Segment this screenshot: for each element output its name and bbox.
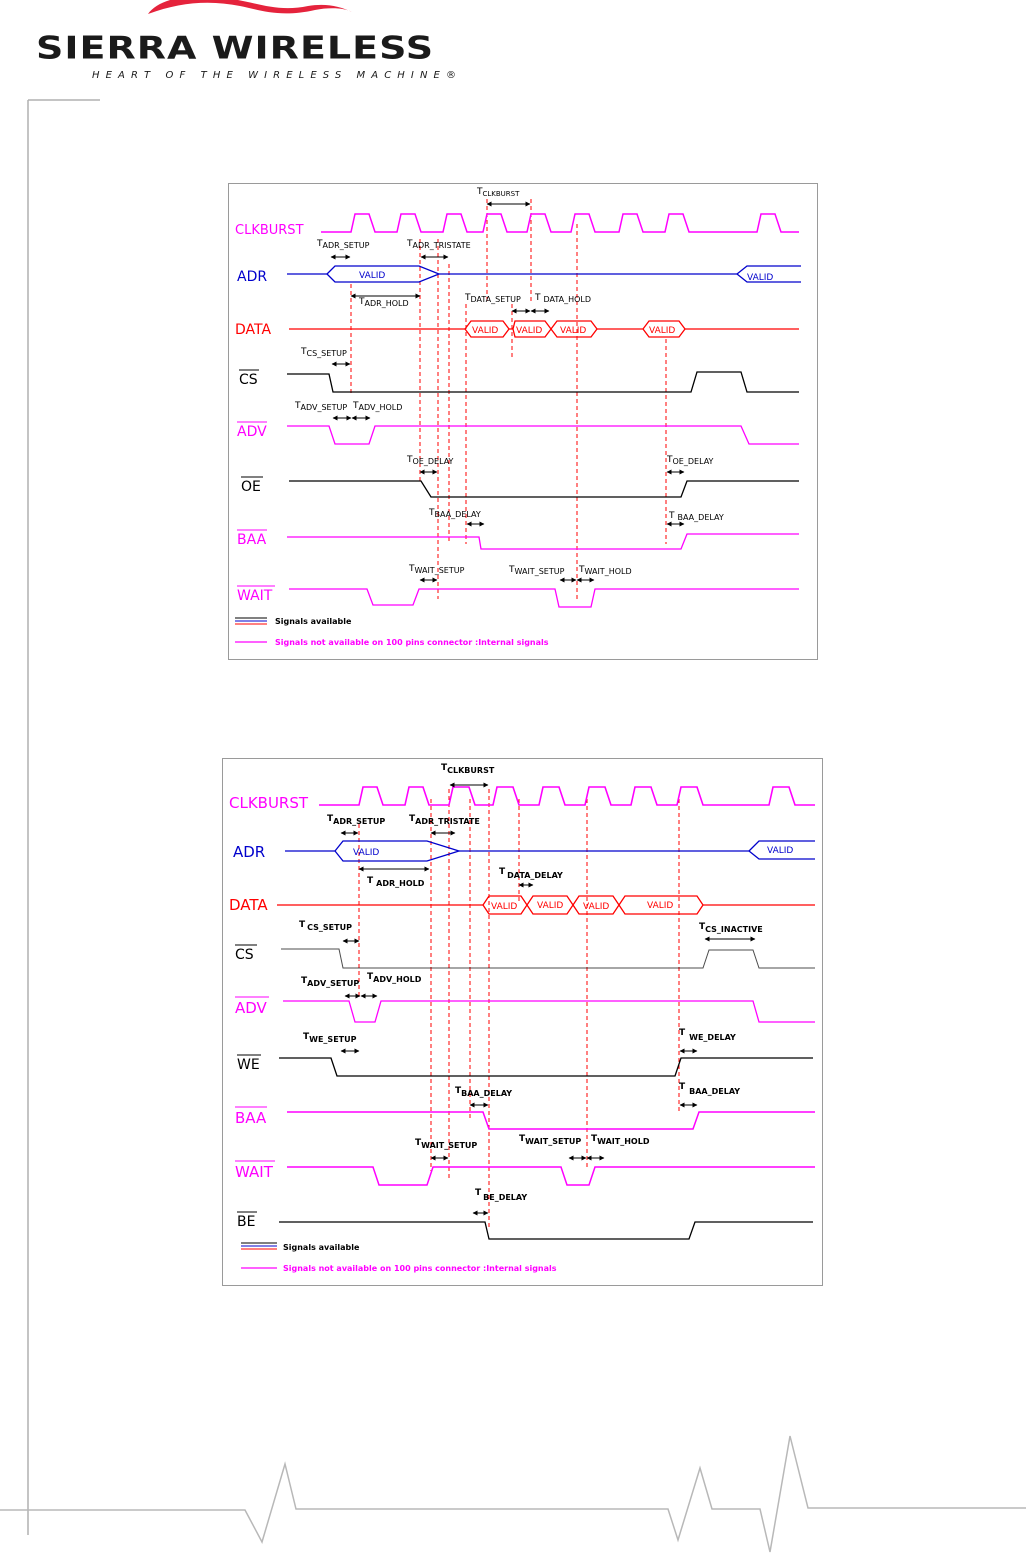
- timing-markers: [350, 199, 667, 599]
- waveform-baa: [287, 1111, 815, 1130]
- timing-arrows: [330, 201, 685, 583]
- waveform-cs: [287, 371, 799, 393]
- waveform-adv: [283, 1000, 815, 1023]
- waveform-adv: [287, 425, 799, 445]
- timing-markers: [358, 789, 680, 1229]
- waveform-cs: [281, 948, 815, 969]
- signal-cs: CS: [235, 947, 254, 963]
- label-t-wait-hold: TWAIT_HOLD: [591, 1134, 650, 1146]
- signal-wait: WAIT: [237, 588, 273, 604]
- signal-oe: OE: [241, 479, 261, 495]
- timing-diagram-read-svg: CLKBURST ADR DATA CS ADV OE BAA WAIT VAL…: [235, 187, 801, 647]
- waveform-clkburst: [321, 213, 799, 233]
- data-valid-4: VALID: [647, 901, 673, 911]
- logo-swoosh: [148, 0, 352, 14]
- waveform-adr: [287, 265, 801, 283]
- data-valid-4: VALID: [649, 326, 675, 336]
- waveform-oe: [289, 480, 799, 498]
- legend-internal: Signals not available on 100 pins connec…: [275, 638, 549, 647]
- label-t-cs-inactive: TCS_INACTIVE: [699, 922, 763, 934]
- signal-adr: ADR: [233, 843, 265, 861]
- waveform-clkburst: [319, 786, 815, 806]
- brand-name: SIERRA WIRELESS: [36, 30, 435, 67]
- heartbeat-line: [0, 1435, 1026, 1553]
- signal-adr: ADR: [237, 269, 267, 285]
- label-t-cs-setup: TCS_SETUP: [300, 347, 347, 358]
- adr-valid-1: VALID: [359, 271, 385, 281]
- label-t-wait-setup-2: TWAIT_SETUP: [508, 565, 565, 576]
- label-t-adv-hold: TADV_HOLD: [352, 401, 402, 412]
- waveform-we: [279, 1057, 813, 1077]
- legend-1: Signals available Signals not available …: [235, 617, 549, 647]
- waveform-data: [289, 320, 799, 338]
- legend-2: Signals available Signals not available …: [241, 1242, 557, 1273]
- label-t-adr-hold: TADR_HOLD: [358, 297, 409, 308]
- timing-arrows: [340, 782, 756, 1216]
- signal-data: DATA: [235, 322, 271, 338]
- waveform-baa: [287, 533, 799, 550]
- waveform-wait: [287, 1166, 815, 1186]
- timing-diagram-write: CLKBURST ADR DATA CS ADV WE BAA WAIT BE …: [222, 758, 823, 1286]
- label-t-clkburst: TCLKBURST: [441, 763, 495, 775]
- label-t-adv-setup: TADV_SETUP: [301, 976, 359, 988]
- label-t-wait-hold: TWAIT_HOLD: [578, 565, 632, 576]
- waveform-wait: [289, 588, 799, 608]
- label-t-wait-setup-1: TWAIT_SETUP: [415, 1138, 477, 1150]
- label-t-adr-tristate: TADR_TRISTATE: [409, 814, 480, 826]
- data-valid-3: VALID: [560, 326, 586, 336]
- label-t-wait-setup-2: TWAIT_SETUP: [519, 1134, 581, 1146]
- signal-be: BE: [237, 1214, 255, 1230]
- label-t-we-setup: TWE_SETUP: [303, 1032, 357, 1044]
- signal-cs: CS: [239, 372, 258, 388]
- label-t-data-setup: TDATA_SETUP: [464, 293, 521, 304]
- label-t-baa-delay-1: TBAA_DELAY: [428, 508, 481, 519]
- label-t-adr-tristate: TADR_TRISTATE: [406, 239, 471, 250]
- label-t-baa-delay-1: TBAA_DELAY: [455, 1086, 512, 1098]
- data-valid-3: VALID: [583, 902, 609, 912]
- waveform-data: [277, 895, 815, 915]
- legend-available: Signals available: [275, 617, 352, 626]
- signal-adv: ADV: [235, 999, 268, 1017]
- data-valid-1: VALID: [472, 326, 498, 336]
- label-t-adr-setup: TADR_SETUP: [316, 239, 370, 250]
- signal-baa: BAA: [237, 532, 267, 548]
- waveform-adr: [285, 840, 815, 862]
- label-t-adv-hold: TADV_HOLD: [367, 972, 422, 984]
- signal-adv: ADV: [237, 424, 267, 440]
- label-t-wait-setup-1: TWAIT_SETUP: [408, 564, 465, 575]
- signal-we: WE: [237, 1057, 260, 1073]
- label-t-clkburst: TCLKBURST: [476, 187, 520, 198]
- adr-valid-1: VALID: [353, 848, 379, 858]
- data-valid-2: VALID: [516, 326, 542, 336]
- legend-internal: Signals not available on 100 pins connec…: [283, 1264, 557, 1273]
- brand-tagline: HEART OF THE WIRELESS MACHINE®: [92, 70, 463, 81]
- data-valid-2: VALID: [537, 901, 563, 911]
- adr-valid-2: VALID: [767, 846, 793, 856]
- data-valid-1: VALID: [491, 902, 517, 912]
- signal-wait: WAIT: [235, 1163, 274, 1181]
- label-t-adv-setup: TADV_SETUP: [294, 401, 347, 412]
- waveform-be: [279, 1221, 813, 1240]
- timing-diagram-write-svg: CLKBURST ADR DATA CS ADV WE BAA WAIT BE …: [229, 763, 815, 1273]
- signal-baa: BAA: [235, 1109, 267, 1127]
- signal-data: DATA: [229, 896, 268, 914]
- signal-clkburst: CLKBURST: [235, 223, 304, 238]
- label-t-adr-setup: TADR_SETUP: [327, 814, 385, 826]
- adr-valid-2: VALID: [747, 273, 773, 283]
- timing-diagram-read: CLKBURST ADR DATA CS ADV OE BAA WAIT VAL…: [228, 183, 818, 660]
- label-t-oe-delay-2: TOE_DELAY: [666, 455, 714, 466]
- legend-available: Signals available: [283, 1243, 360, 1252]
- label-t-oe-delay-1: TOE_DELAY: [406, 455, 454, 466]
- signal-clkburst: CLKBURST: [229, 794, 309, 812]
